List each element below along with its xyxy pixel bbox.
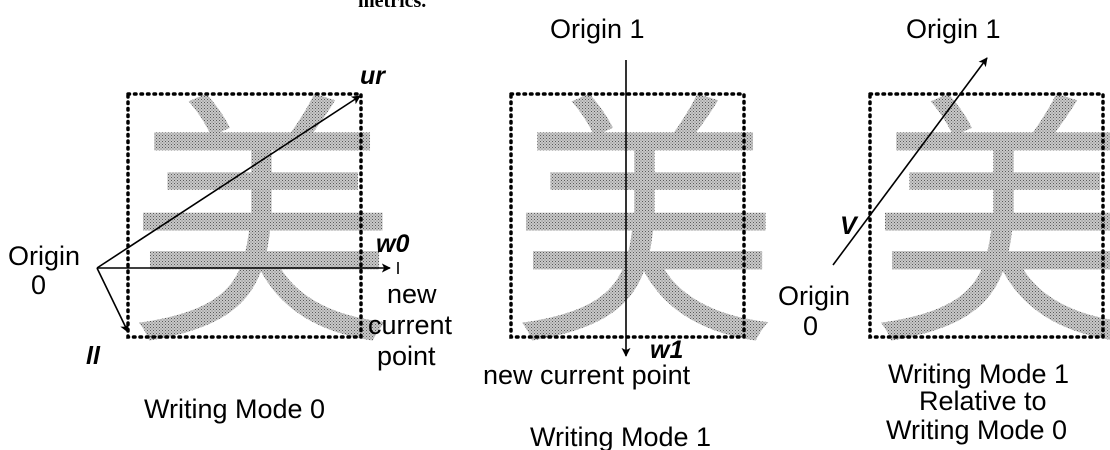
panel-writing-mode-0: 美 ur w0 ll Origin 0 new current point Wr… (8, 62, 453, 424)
caption-line-3: Writing Mode 0 (886, 415, 1067, 445)
new-current-point-line-3: point (377, 341, 436, 371)
v-label: V (840, 212, 859, 240)
origin-0-label-line-1: Origin (778, 281, 850, 311)
panel-writing-mode-1-relative: 美 Origin 1 V Origin 0 Writing Mode 1 Rel… (778, 14, 1110, 445)
new-current-point-label: new current point (483, 360, 691, 390)
ur-label: ur (360, 62, 386, 90)
glyph-bounding-box (126, 92, 363, 339)
glyph-bi-character: 美 (870, 72, 1110, 384)
v-vector-arrow (832, 57, 988, 266)
new-current-point-line-1: new (387, 279, 437, 309)
origin-0-label-line-2: 0 (803, 311, 818, 341)
origin-0-label-line-2: 0 (31, 270, 46, 300)
caption-writing-mode-0: Writing Mode 0 (144, 394, 325, 424)
caption-writing-mode-1: Writing Mode 1 (530, 422, 711, 450)
w0-label: w0 (376, 230, 409, 258)
glyph-bi-character: 美 (511, 72, 779, 384)
glyph-bi-character: 美 (128, 72, 396, 384)
new-current-point-line-2: current (368, 310, 453, 340)
w1-label: w1 (650, 336, 683, 364)
glyph-bounding-box (509, 92, 746, 339)
caption-line-2: Relative to (919, 386, 1047, 416)
top-text-fragment: metrics. (358, 0, 426, 12)
panel-writing-mode-1: 美 Origin 1 w1 new current point Writing … (483, 14, 779, 450)
caption-line-1: Writing Mode 1 (888, 359, 1069, 389)
origin-0-label-line-1: Origin (8, 241, 80, 271)
origin-1-label: Origin 1 (550, 14, 645, 44)
ll-label: ll (86, 342, 101, 370)
ll-vector-arrow (96, 267, 129, 333)
origin-1-label: Origin 1 (906, 14, 1001, 44)
ur-vector-arrow (96, 95, 361, 269)
